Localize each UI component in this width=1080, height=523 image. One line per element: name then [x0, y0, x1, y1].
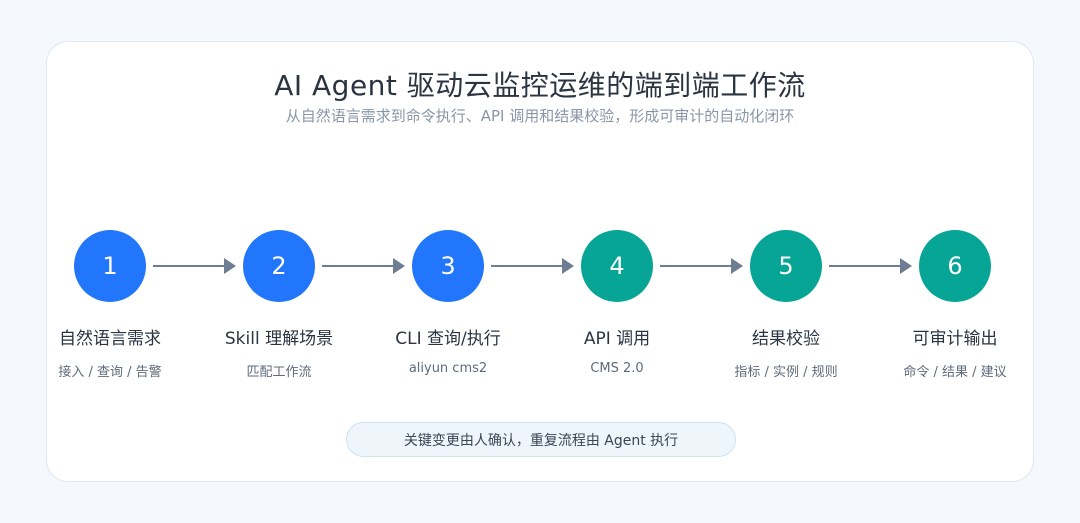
flow-arrow-4-5	[660, 258, 743, 274]
step-6: 6 可审计输出 命令 / 结果 / 建议	[855, 230, 1055, 380]
footer-note-pill: 关键变更由人确认，重复流程由 Agent 执行	[346, 422, 736, 457]
step-2-sub: 匹配工作流	[246, 365, 312, 380]
flow-arrow-3-4	[491, 258, 574, 274]
step-1-number-circle: 1	[74, 230, 146, 302]
step-5-label: 结果校验	[752, 329, 820, 349]
step-4-label: API 调用	[583, 329, 651, 349]
step-1-label: 自然语言需求	[59, 329, 161, 349]
step-5-number-circle: 5	[750, 230, 822, 302]
step-3-sub: aliyun cms2	[408, 361, 488, 376]
flow-arrow-1-2	[153, 258, 236, 274]
workflow-card: AI Agent 驱动云监控运维的端到端工作流 从自然语言需求到命令执行、API…	[46, 41, 1034, 482]
step-6-sub: 命令 / 结果 / 建议	[903, 365, 1007, 380]
page-title: AI Agent 驱动云监控运维的端到端工作流	[274, 69, 806, 102]
step-1: 1 自然语言需求 接入 / 查询 / 告警	[10, 230, 210, 380]
step-5: 5 结果校验 指标 / 实例 / 规则	[686, 230, 886, 380]
flow-arrow-5-6	[829, 258, 912, 274]
step-2: 2 Skill 理解场景 匹配工作流	[179, 230, 379, 380]
step-3-number-circle: 3	[412, 230, 484, 302]
page-subtitle: 从自然语言需求到命令执行、API 调用和结果校验，形成可审计的自动化闭环	[285, 107, 795, 125]
workflow-flow: 1 自然语言需求 接入 / 查询 / 告警 2 Skill 理解场景 匹配工作流…	[47, 42, 1035, 483]
step-4-sub: CMS 2.0	[590, 361, 644, 376]
step-2-label: Skill 理解场景	[224, 329, 334, 349]
step-2-number-circle: 2	[243, 230, 315, 302]
step-3-label: CLI 查询/执行	[395, 329, 501, 349]
step-1-sub: 接入 / 查询 / 告警	[58, 365, 162, 380]
step-6-number-circle: 6	[919, 230, 991, 302]
step-4-number-circle: 4	[581, 230, 653, 302]
step-6-label: 可审计输出	[912, 329, 998, 349]
step-5-sub: 指标 / 实例 / 规则	[734, 365, 838, 380]
step-3: 3 CLI 查询/执行 aliyun cms2	[348, 230, 548, 376]
flow-arrow-2-3	[322, 258, 405, 274]
step-4: 4 API 调用 CMS 2.0	[517, 230, 717, 376]
